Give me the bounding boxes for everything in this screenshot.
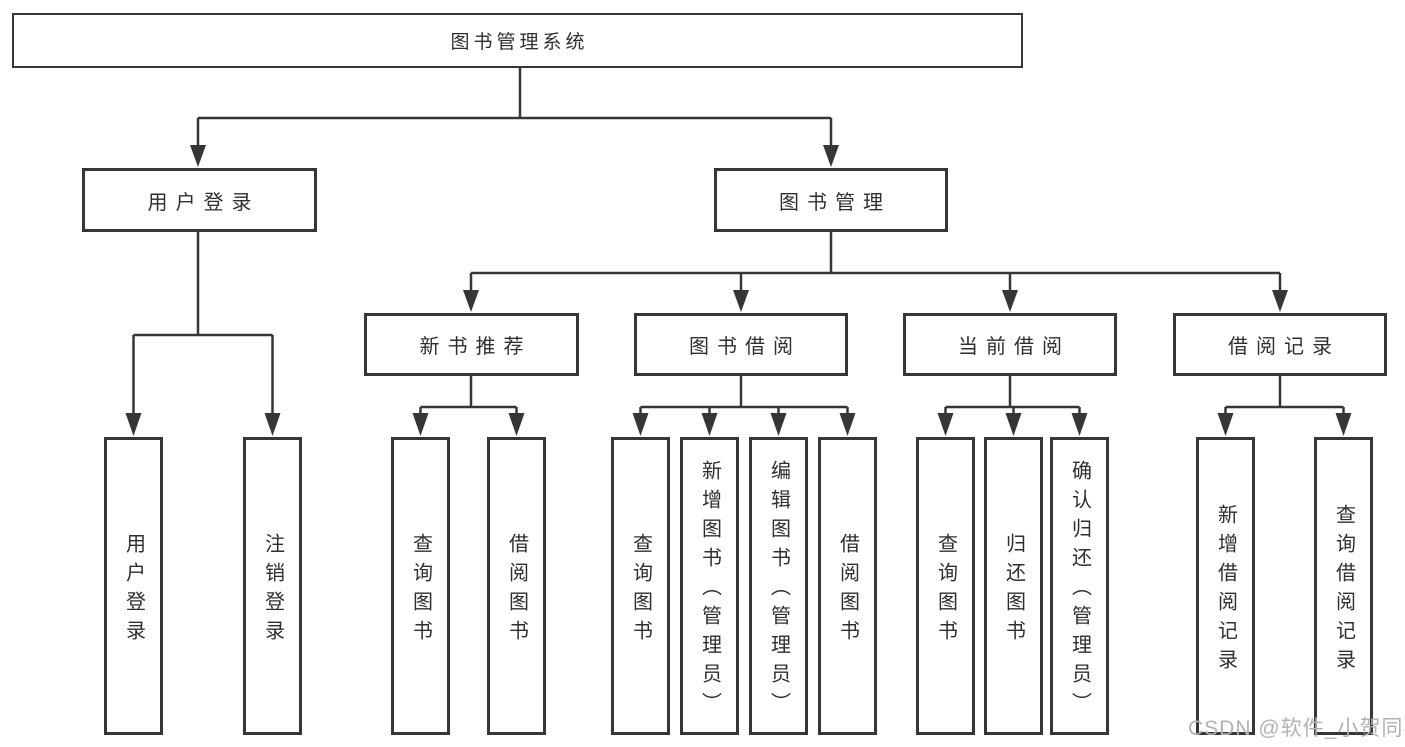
leaf-borrow-books-label: 借阅图书 <box>836 532 859 649</box>
leaf-edit-books-admin-label: 编辑图书（管理员） <box>767 460 790 721</box>
leaf-borrow-books: 借阅图书 <box>818 437 877 735</box>
leaf-borrow-books-recommend-label: 借阅图书 <box>505 532 528 649</box>
csdn-watermark: CSDN @软件_小贺同学 <box>1188 717 1405 740</box>
connector-book-borrow-children <box>632 376 856 436</box>
node-book-management: 图书管理 <box>714 168 948 232</box>
leaf-confirm-return-admin: 确认归还（管理员） <box>1050 437 1109 735</box>
leaf-query-books-borrow-label: 查询图书 <box>629 532 652 649</box>
leaf-query-borrow-record-label: 查询借阅记录 <box>1332 503 1355 678</box>
connector-new-book-children <box>412 376 525 436</box>
node-current-borrowing: 当前借阅 <box>903 313 1117 376</box>
leaf-query-books-current-label: 查询图书 <box>934 532 957 649</box>
leaf-add-borrow-record: 新增借阅记录 <box>1196 437 1255 735</box>
leaf-query-books-current: 查询图书 <box>916 437 975 735</box>
leaf-query-books-recommend-label: 查询图书 <box>409 532 432 649</box>
leaf-add-books-admin: 新增图书（管理员） <box>680 437 739 735</box>
leaf-confirm-return-admin-label: 确认归还（管理员） <box>1068 460 1091 721</box>
leaf-logout-label: 注销登录 <box>261 532 284 649</box>
leaf-query-borrow-record: 查询借阅记录 <box>1314 437 1373 735</box>
connector-root-to-level2 <box>190 67 839 167</box>
node-book-borrowing: 图书借阅 <box>634 313 848 376</box>
node-new-book-recommend: 新书推荐 <box>364 313 579 376</box>
connector-current-borrow-children <box>937 376 1088 436</box>
connector-user-login-children <box>125 232 281 436</box>
leaf-edit-books-admin: 编辑图书（管理员） <box>749 437 808 735</box>
node-user-login: 用户登录 <box>82 168 317 232</box>
connector-book-mgmt-children <box>463 232 1288 312</box>
leaf-borrow-books-recommend: 借阅图书 <box>487 437 546 735</box>
leaf-user-login: 用户登录 <box>104 437 163 735</box>
node-library-system: 图书管理系统 <box>12 13 1023 68</box>
leaf-return-books: 归还图书 <box>984 437 1043 735</box>
leaf-user-login-label: 用户登录 <box>122 532 145 649</box>
leaf-query-books-recommend: 查询图书 <box>391 437 450 735</box>
node-borrowing-records: 借阅记录 <box>1173 313 1387 376</box>
leaf-logout: 注销登录 <box>243 437 302 735</box>
leaf-return-books-label: 归还图书 <box>1002 532 1025 649</box>
connector-records-children <box>1217 376 1352 436</box>
leaf-add-borrow-record-label: 新增借阅记录 <box>1214 503 1237 678</box>
leaf-add-books-admin-label: 新增图书（管理员） <box>698 460 721 721</box>
leaf-query-books-borrow: 查询图书 <box>611 437 670 735</box>
